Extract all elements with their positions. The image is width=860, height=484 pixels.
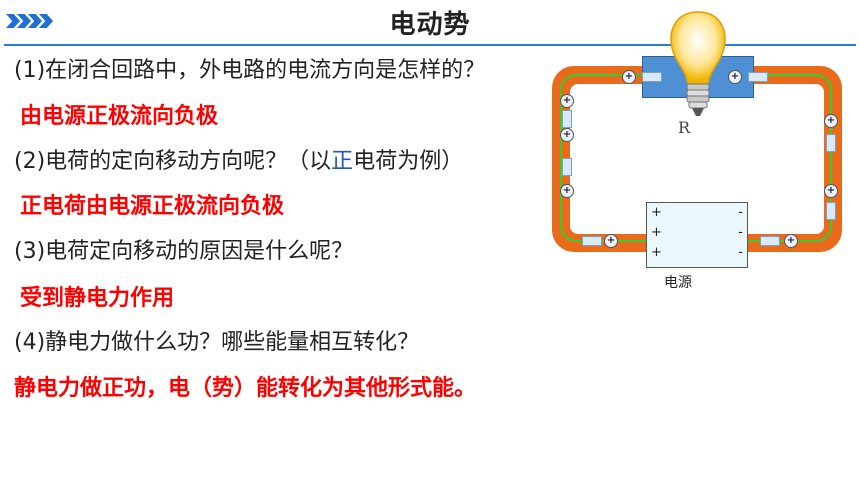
- positive-charge: +: [824, 114, 838, 128]
- battery-plus: +: [651, 205, 662, 220]
- question-2: (2)电荷的定向移动方向呢？（以正电荷为例）: [14, 143, 463, 175]
- arrow-up-icon: [562, 110, 572, 128]
- positive-charge: +: [784, 234, 798, 248]
- title-divider: [4, 44, 856, 46]
- battery-minus: -: [738, 225, 743, 240]
- answer-2: 正电荷由电源正极流向负极: [20, 194, 285, 219]
- answer-4: 静电力做正功，电（势）能转化为其他形式能。: [14, 376, 477, 401]
- positive-charge: +: [622, 70, 636, 84]
- arrow-left-icon: [760, 236, 780, 246]
- light-bulb-icon: [670, 11, 726, 116]
- arrow-right-icon: [748, 72, 768, 82]
- chevron-right-icon: [39, 14, 53, 28]
- chevron-right-icon: [28, 14, 42, 28]
- chevron-right-icon: [6, 14, 20, 28]
- battery-minus: -: [738, 245, 743, 260]
- arrow-up-icon: [562, 158, 572, 176]
- resistor-label: R: [678, 118, 691, 137]
- battery-label: 电源: [664, 275, 692, 291]
- battery: + + + - - -: [646, 202, 748, 268]
- question-3: (3)电荷定向移动的原因是什么呢？: [14, 239, 354, 264]
- positive-charge: +: [728, 70, 742, 84]
- arrow-right-icon: [642, 72, 662, 82]
- positive-charge: +: [560, 128, 574, 142]
- battery-plus: +: [651, 245, 662, 260]
- question-2-pre: (2)电荷的定向移动方向呢？（以: [14, 149, 332, 174]
- positive-charge: +: [604, 234, 618, 248]
- answer-1: 由电源正极流向负极: [20, 104, 219, 129]
- question-1: (1)在闭合回路中，外电路的电流方向是怎样的？: [14, 58, 486, 83]
- question-4: (4)静电力做什么功？哪些能量相互转化？: [14, 330, 420, 355]
- positive-charge: +: [560, 94, 574, 108]
- arrow-down-icon: [826, 134, 836, 152]
- circuit-diagram: + + + + + + + + + R + + + - - -: [548, 10, 858, 300]
- page-title: 电动势: [389, 10, 471, 40]
- positive-charge: +: [824, 184, 838, 198]
- battery-plus: +: [651, 225, 662, 240]
- arrow-down-icon: [826, 202, 836, 220]
- chevron-right-icon: [17, 14, 31, 28]
- question-2-post: 电荷为例）: [353, 149, 464, 174]
- question-2-highlight: 正: [331, 149, 354, 174]
- header-chevrons: [6, 14, 53, 28]
- arrow-left-icon: [582, 236, 602, 246]
- positive-charge: +: [560, 184, 574, 198]
- battery-minus: -: [738, 205, 743, 220]
- answer-3: 受到静电力作用: [20, 286, 175, 311]
